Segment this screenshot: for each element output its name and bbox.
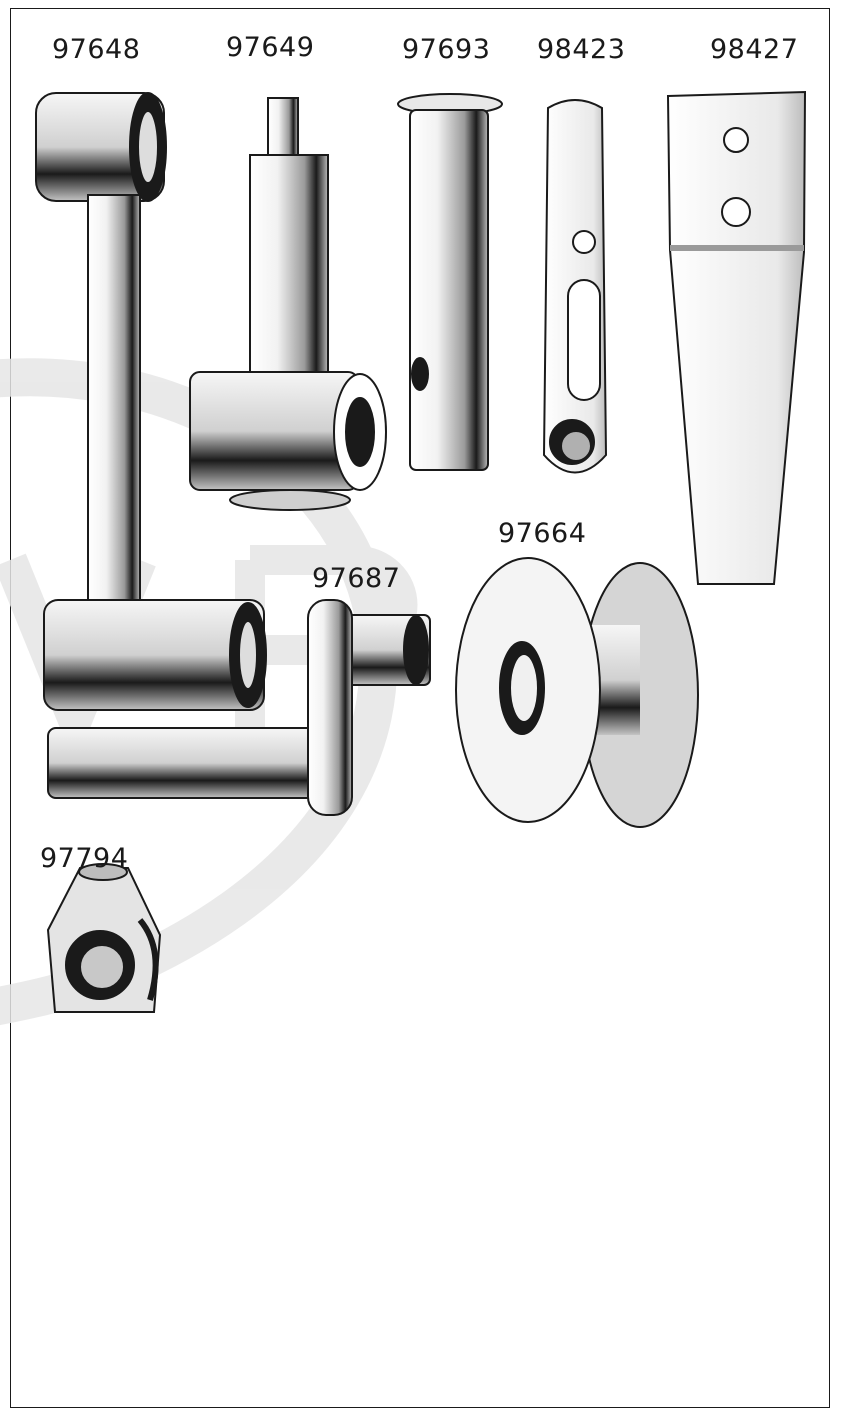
page-frame (10, 8, 830, 1408)
part-97794-drawing (46, 863, 162, 1013)
part-number-97794: 97794 (40, 843, 129, 874)
part-98423-drawing (542, 99, 608, 474)
part-number-97664: 97664 (498, 518, 587, 549)
part-number-97648: 97648 (52, 34, 141, 65)
part-97649-drawing (189, 97, 387, 511)
part-97648-drawing (35, 92, 329, 799)
part-97687-drawing (307, 599, 431, 816)
part-number-97693: 97693 (402, 34, 491, 65)
part-number-97687: 97687 (312, 563, 401, 594)
part-97693-drawing (397, 93, 503, 471)
part-97664-drawing (455, 557, 699, 828)
part-98427-drawing (666, 90, 807, 585)
part-number-97649: 97649 (226, 32, 315, 63)
part-number-98423: 98423 (537, 34, 626, 65)
part-number-98427: 98427 (710, 34, 799, 65)
